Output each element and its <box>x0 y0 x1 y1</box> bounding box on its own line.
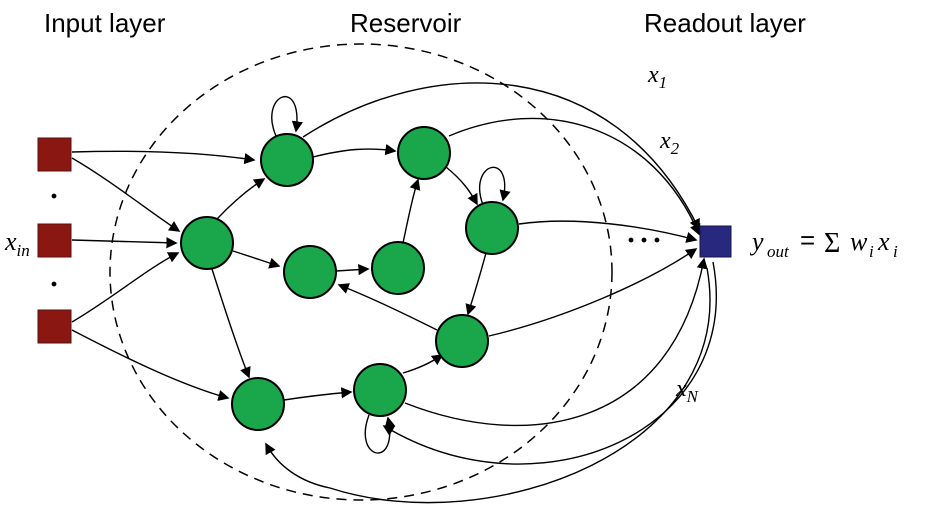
edge-input2-nodeB <box>71 237 178 249</box>
edge-nodeI-nodeG <box>402 354 444 374</box>
reservoir-node-f <box>465 201 519 255</box>
edge-input3-nodeH <box>71 329 230 401</box>
input-var-main: x <box>4 227 17 256</box>
x1-main: x <box>647 62 659 88</box>
edge-nodeI-readout-xN <box>404 257 708 427</box>
equation-equals: = <box>800 225 815 255</box>
input-node-2 <box>37 223 72 258</box>
reservoir-node-b <box>180 216 234 270</box>
edge-nodeA-nodeD <box>312 144 397 158</box>
signal-xN-label: xN <box>675 376 700 406</box>
equation-w: w <box>850 227 868 256</box>
input-dots-2: · <box>49 268 59 301</box>
edge-nodeD-readout-x2 <box>448 117 701 236</box>
equation-x-sub: i <box>893 242 898 261</box>
edge-input1-nodeA <box>71 150 256 165</box>
edge-nodeG-readout <box>488 248 698 337</box>
equation-y-sub: out <box>767 242 790 261</box>
edge-feedback-readout-nodeI <box>382 261 717 465</box>
signal-x1-label: x1 <box>647 62 667 92</box>
edge-nodeF-readout <box>518 220 698 243</box>
self-loop-nodeF <box>478 166 511 206</box>
xN-main: x <box>675 376 687 402</box>
reservoir-node-a <box>260 133 314 187</box>
edge-feedback-readout-nodeH <box>265 267 711 504</box>
edge-nodeD-nodeF <box>445 166 478 206</box>
edge-nodeH-nodeI <box>283 387 353 401</box>
readout-layer-title: Readout layer <box>644 8 806 38</box>
x1-sub: 1 <box>659 73 668 92</box>
reservoir-node-e <box>371 241 425 295</box>
readout-node <box>699 225 732 258</box>
edge-nodeA-readout-x1 <box>302 82 700 231</box>
sum-symbol: Σ <box>824 228 840 259</box>
edge-nodeF-nodeG <box>465 252 487 316</box>
signal-x2-label: x2 <box>659 128 680 158</box>
input-var-sub: in <box>17 241 30 260</box>
reservoir-node-d <box>397 126 451 180</box>
edge-nodeE-nodeD <box>402 178 421 244</box>
equation-y: y <box>749 227 764 256</box>
xN-sub: N <box>686 387 700 406</box>
reservoir-node-g <box>435 314 489 368</box>
x2-sub: 2 <box>671 139 680 158</box>
edge-input3-nodeB <box>71 252 180 323</box>
edge-nodeB-nodeH <box>211 268 251 379</box>
edge-nodeB-nodeC <box>232 250 281 269</box>
x2-main: x <box>659 128 671 154</box>
reservoir-node-h <box>231 377 285 431</box>
readout-input-dots: ··· <box>626 224 665 257</box>
input-node-1 <box>37 137 72 172</box>
input-node-3 <box>37 309 72 344</box>
reservoir-node-c <box>283 245 337 299</box>
reservoir-node-i <box>353 363 407 417</box>
edge-input1-nodeB <box>71 157 181 232</box>
input-variable-label: xin <box>4 227 30 260</box>
input-dots-1: · <box>49 180 59 213</box>
input-layer-title: Input layer <box>44 8 166 38</box>
reservoir-boundary <box>109 43 613 501</box>
edge-nodeC-nodeE <box>335 264 370 276</box>
reservoir-title: Reservoir <box>350 8 462 38</box>
equation-w-sub: i <box>869 242 874 261</box>
edge-nodeG-nodeC <box>337 283 438 331</box>
edge-nodeB-nodeA <box>216 178 266 220</box>
self-loop-nodeA <box>271 95 303 137</box>
equation-x: x <box>877 227 890 256</box>
self-loop-nodeI <box>364 414 396 454</box>
